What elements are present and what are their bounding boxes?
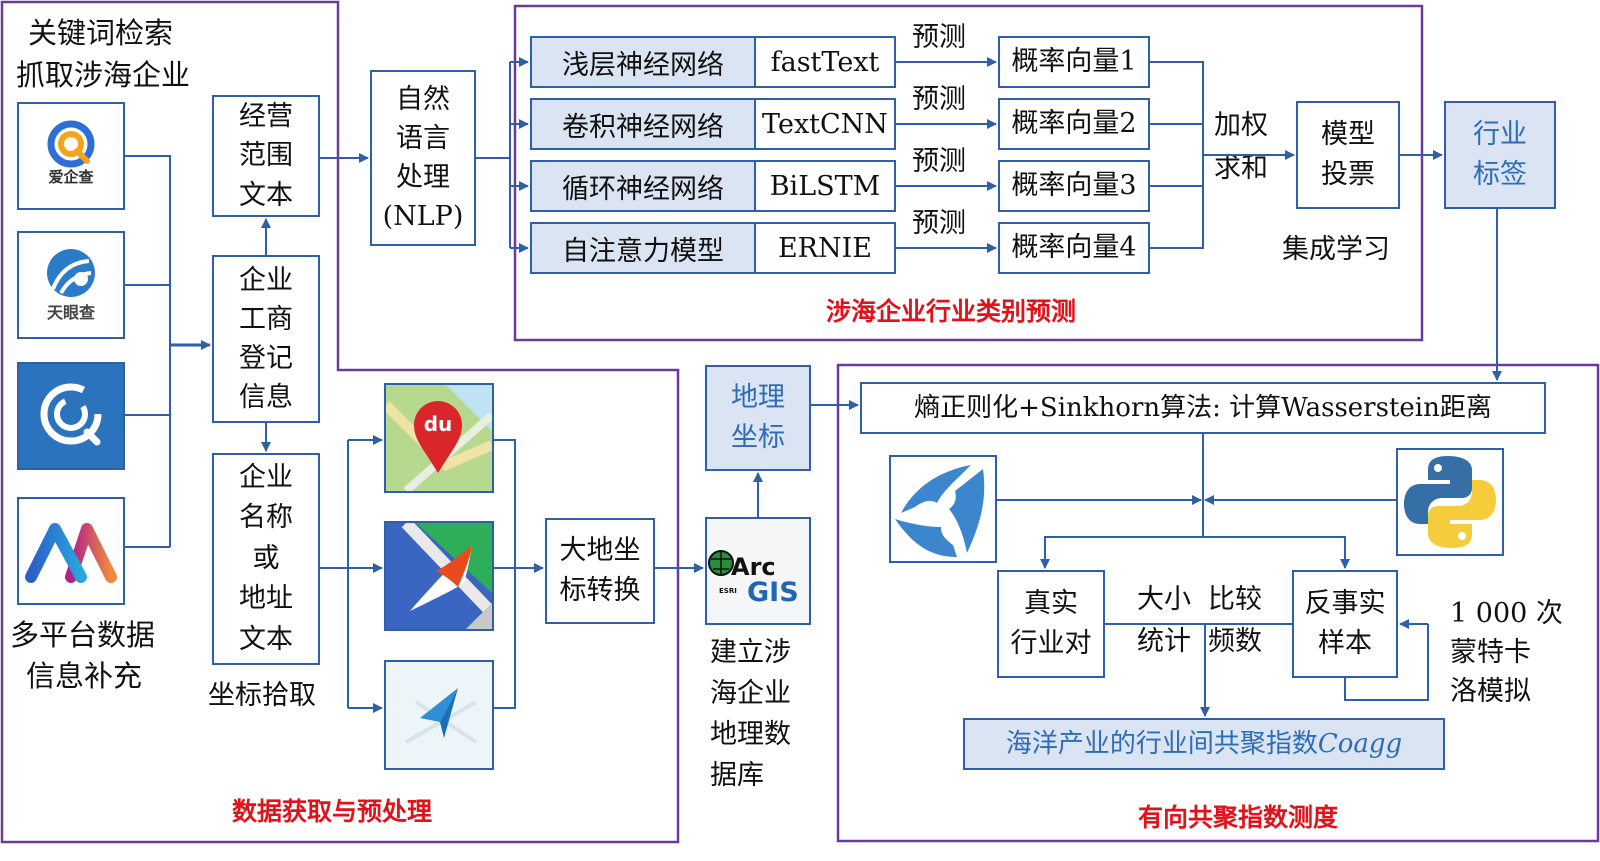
business-scope-text-box: 经营 范围 文本 bbox=[212, 95, 320, 217]
arcgis-gis-text: GIS bbox=[747, 577, 799, 608]
model-row-fasttext: 浅层神经网络 fastText bbox=[530, 36, 896, 88]
predict-label: 预测 bbox=[912, 146, 966, 177]
nlp-box: 自然 语言 处理 (NLP) bbox=[370, 70, 476, 246]
model-row-ernie: 自注意力模型 ERNIE bbox=[530, 222, 896, 274]
probability-vector-3: 概率向量3 bbox=[998, 160, 1150, 212]
model-name: ERNIE bbox=[756, 224, 894, 272]
statistics-label: 统计 bbox=[1137, 626, 1191, 657]
m-platform[interactable] bbox=[17, 497, 125, 605]
connector-nlp-fanout bbox=[476, 62, 511, 248]
connector-vector-merge bbox=[1150, 61, 1204, 249]
ensemble-learning-label: 集成学习 bbox=[1282, 234, 1390, 265]
qichacha-logo-icon bbox=[40, 383, 102, 446]
weighted-sum-label: 加权 求和 bbox=[1214, 110, 1268, 185]
coagglomeration-title: 有向共聚指数测度 bbox=[1138, 803, 1339, 832]
model-name: TextCNN bbox=[756, 100, 894, 148]
aiqicha-name: 爱企查 bbox=[48, 168, 94, 186]
connector-maps-merge bbox=[494, 439, 516, 709]
arcgis-tool[interactable]: Arc ESRI GIS bbox=[705, 517, 811, 625]
tencent-map-service[interactable] bbox=[384, 660, 494, 770]
m-platform-logo-icon bbox=[25, 523, 117, 583]
crawl-enterprises-label: 抓取涉海企业 bbox=[16, 58, 191, 92]
arcgis-logo-icon: Arc ESRI GIS bbox=[708, 550, 799, 608]
connector-platforms bbox=[125, 155, 171, 548]
name-address-text-box: 企业 名称 或 地址 文本 bbox=[212, 453, 320, 665]
coagg-index-text: 海洋产业的行业间共聚指数 bbox=[1005, 728, 1318, 759]
frequency-label: 频数 bbox=[1208, 626, 1262, 657]
industry-prediction-title: 涉海企业行业类别预测 bbox=[826, 297, 1077, 326]
aiqicha-logo-icon bbox=[47, 120, 95, 168]
geo-coordinates-box: 地理 坐标 bbox=[705, 365, 811, 471]
counterfactual-sample-box: 反事实 样本 bbox=[1292, 570, 1398, 678]
tianyancha-platform[interactable]: 天眼查 bbox=[17, 231, 125, 339]
industry-label-box: 行业 标签 bbox=[1444, 101, 1556, 209]
arcgis-arc-text: Arc bbox=[731, 553, 776, 581]
connector-to-maps bbox=[320, 440, 349, 708]
info-supplement-label: 信息补充 bbox=[26, 659, 143, 693]
probability-vector-1: 概率向量1 bbox=[998, 36, 1150, 88]
real-industry-pairs-box: 真实 行业对 bbox=[997, 570, 1105, 678]
multi-platform-label: 多平台数据 bbox=[10, 618, 156, 652]
predict-label: 预测 bbox=[912, 208, 966, 239]
amap-navigation-icon bbox=[386, 523, 492, 629]
arcgis-esri-text: ESRI bbox=[719, 587, 737, 595]
triskelion-logo-icon bbox=[895, 465, 985, 557]
tianyancha-name: 天眼查 bbox=[46, 303, 95, 322]
size-label: 大小 bbox=[1137, 584, 1191, 615]
baidu-du-badge: du bbox=[424, 412, 453, 436]
geo-database-label: 建立涉 海企业 地理数 据库 bbox=[710, 637, 791, 792]
geodetic-conversion-box: 大地坐 标转换 bbox=[545, 518, 655, 624]
model-row-textcnn: 卷积神经网络 TextCNN bbox=[530, 98, 896, 150]
probability-vector-2: 概率向量2 bbox=[998, 98, 1150, 150]
predict-label: 预测 bbox=[912, 84, 966, 115]
model-name: fastText bbox=[756, 38, 894, 86]
predict-label: 预测 bbox=[912, 22, 966, 53]
baidu-map-icon: du bbox=[386, 385, 492, 491]
amap-service[interactable] bbox=[384, 521, 494, 631]
coagg-symbol: Coagg bbox=[1317, 728, 1403, 759]
kappa-tool[interactable] bbox=[889, 455, 997, 563]
compare-label: 比较 bbox=[1208, 584, 1262, 615]
model-type: 卷积神经网络 bbox=[532, 100, 756, 148]
model-vote-box: 模型 投票 bbox=[1296, 101, 1400, 209]
aiqicha-platform[interactable]: 爱企查 bbox=[17, 102, 125, 210]
probability-vector-4: 概率向量4 bbox=[998, 222, 1150, 274]
tianyancha-logo-icon bbox=[47, 249, 95, 297]
qichacha-platform[interactable] bbox=[17, 362, 125, 470]
model-type: 自注意力模型 bbox=[532, 224, 756, 272]
data-acquisition-title: 数据获取与预处理 bbox=[232, 797, 433, 826]
sinkhorn-box: 熵正则化+Sinkhorn算法: 计算Wasserstein距离 bbox=[860, 382, 1546, 434]
registration-info-box: 企业 工商 登记 信息 bbox=[212, 255, 320, 423]
model-row-bilstm: 循环神经网络 BiLSTM bbox=[530, 160, 896, 212]
model-type: 浅层神经网络 bbox=[532, 38, 756, 86]
baidu-map-service[interactable]: du bbox=[384, 383, 494, 493]
monte-carlo-label: 1 000 次 蒙特卡 洛模拟 bbox=[1450, 598, 1563, 708]
python-tool[interactable] bbox=[1396, 448, 1504, 556]
keyword-search-label: 关键词检索 bbox=[28, 16, 174, 50]
model-name: BiLSTM bbox=[756, 162, 894, 210]
python-logo-icon bbox=[1404, 456, 1496, 548]
tencent-map-plane-icon bbox=[386, 662, 492, 768]
connector-sinkhorn-down bbox=[1044, 434, 1346, 568]
model-type: 循环神经网络 bbox=[532, 162, 756, 210]
coordinate-pick-label: 坐标拾取 bbox=[208, 680, 316, 711]
